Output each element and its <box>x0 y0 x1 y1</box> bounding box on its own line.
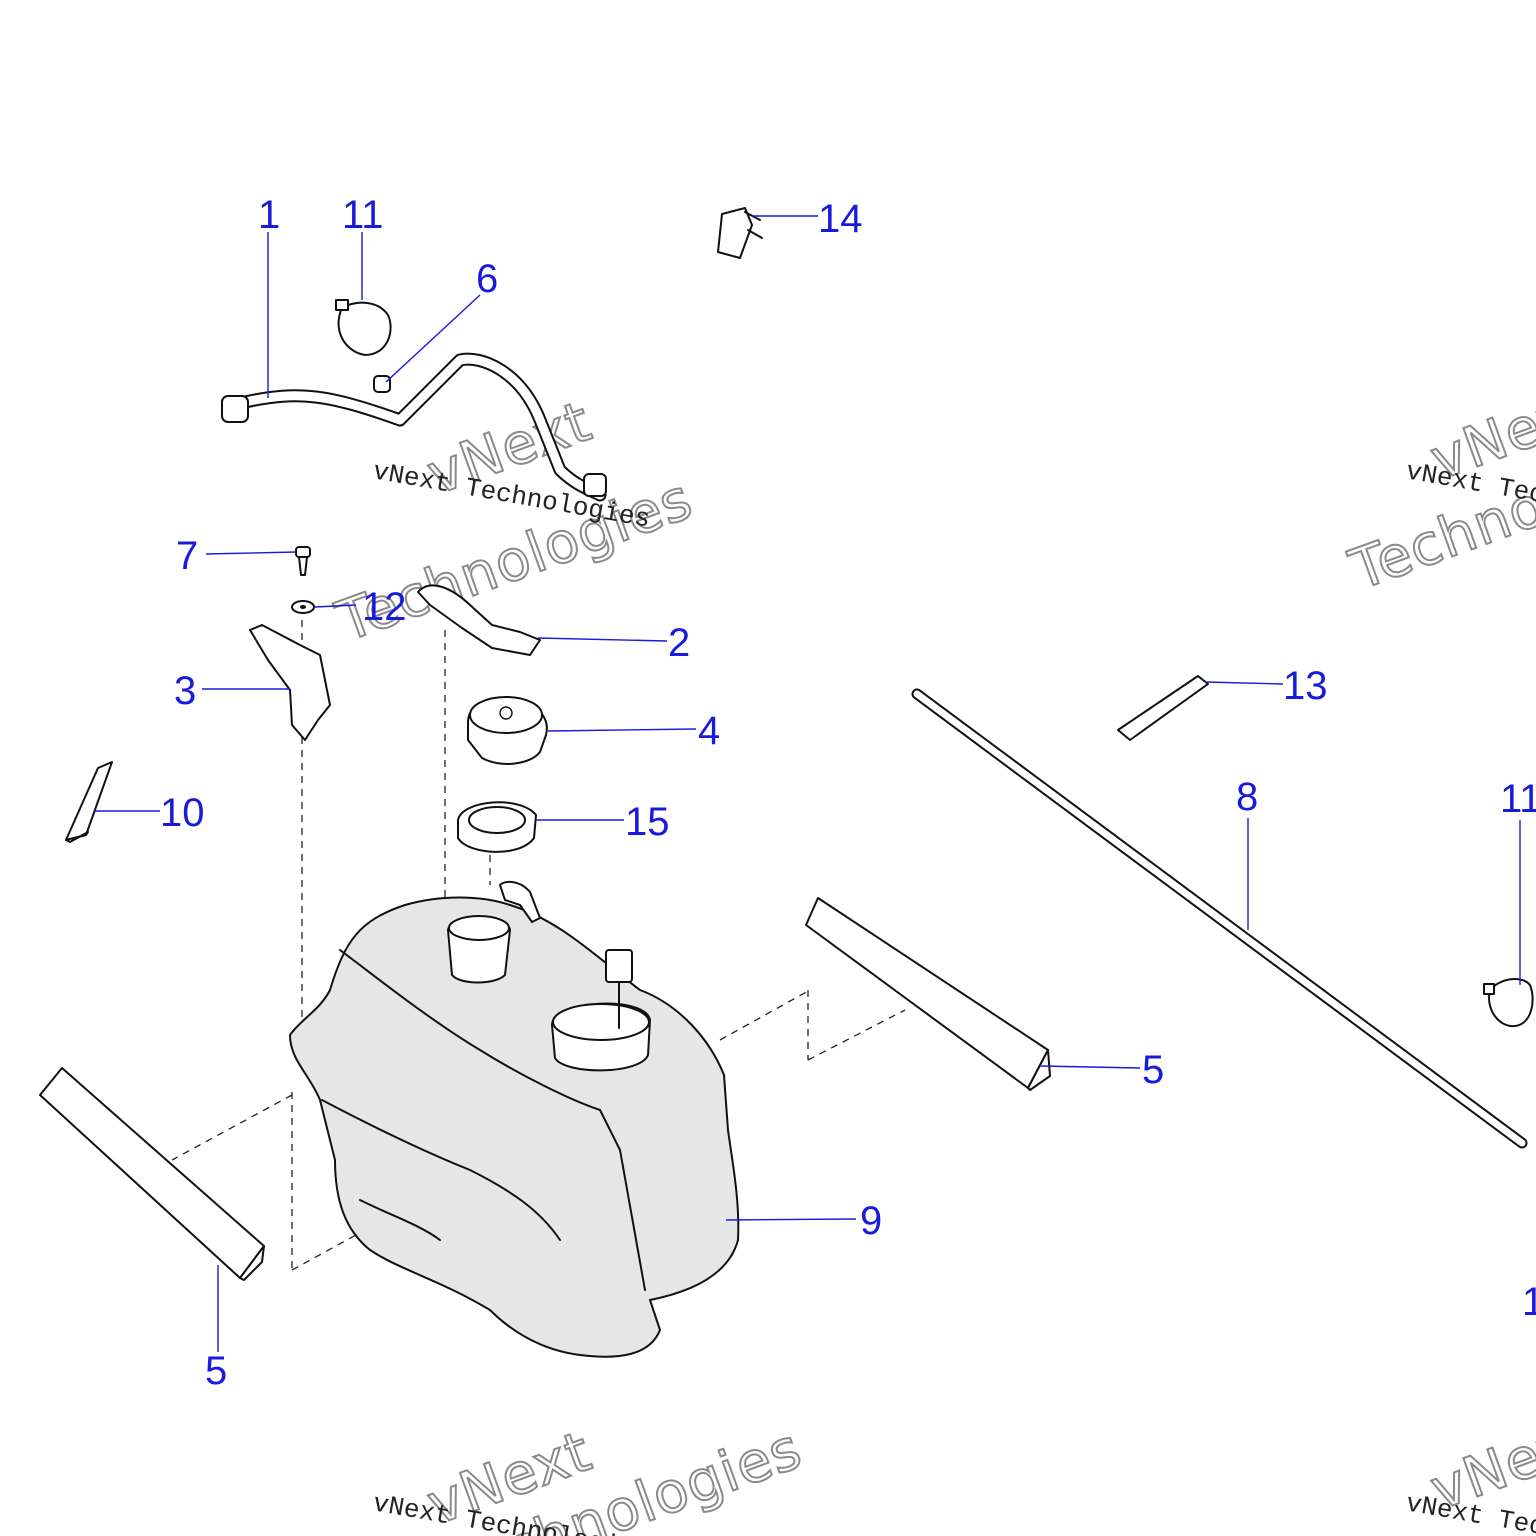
callout-5-right: 5 <box>1142 1048 1164 1092</box>
long-rod <box>911 688 1528 1149</box>
clamp-loop-top <box>335 299 392 356</box>
callout-4: 4 <box>698 709 720 753</box>
watermark-top-right: vNext Technologies vNext Technologies <box>1341 373 1536 604</box>
washer <box>291 600 315 614</box>
callout-10: 10 <box>160 791 205 835</box>
callout-1: 1 <box>258 193 280 237</box>
watermark-bottom-right: vNext vNext Technologies <box>1404 1403 1536 1536</box>
leader-lines <box>94 215 1521 1352</box>
callout-12: 12 <box>362 585 407 629</box>
bracket-side <box>249 624 331 741</box>
callout-8: 8 <box>1236 775 1258 819</box>
clamp-loop-right <box>1483 978 1534 1028</box>
bracket-top <box>417 584 541 656</box>
vent-tube <box>221 352 607 502</box>
fuel-tank <box>289 880 740 1358</box>
callout-14: 14 <box>818 197 863 241</box>
callout-2: 2 <box>668 621 690 665</box>
pad-small <box>65 761 113 843</box>
callout-11-top: 11 <box>342 193 384 237</box>
callout-5-left: 5 <box>205 1349 227 1393</box>
fuel-cap <box>467 696 548 765</box>
callout-numbers: 1 11 6 14 7 12 2 3 4 10 15 13 8 11 5 9 5… <box>160 193 1536 1393</box>
gasket-ring <box>457 801 537 853</box>
foam-pad-left <box>39 1067 265 1281</box>
callout-13: 13 <box>1283 664 1328 708</box>
callout-3: 3 <box>174 669 196 713</box>
bolt <box>295 546 311 576</box>
callout-partial-right: 1 <box>1522 1280 1536 1324</box>
watermark-bottom-left: vNext Technologies vNext Technologies <box>371 1415 812 1536</box>
callout-9: 9 <box>860 1199 882 1243</box>
grommet <box>373 375 391 393</box>
strap <box>1117 675 1209 741</box>
callout-6: 6 <box>476 257 498 301</box>
callout-7: 7 <box>176 534 198 578</box>
callout-11-right: 11 <box>1500 777 1536 821</box>
callout-15: 15 <box>625 800 670 844</box>
foam-pad-right <box>805 897 1051 1091</box>
